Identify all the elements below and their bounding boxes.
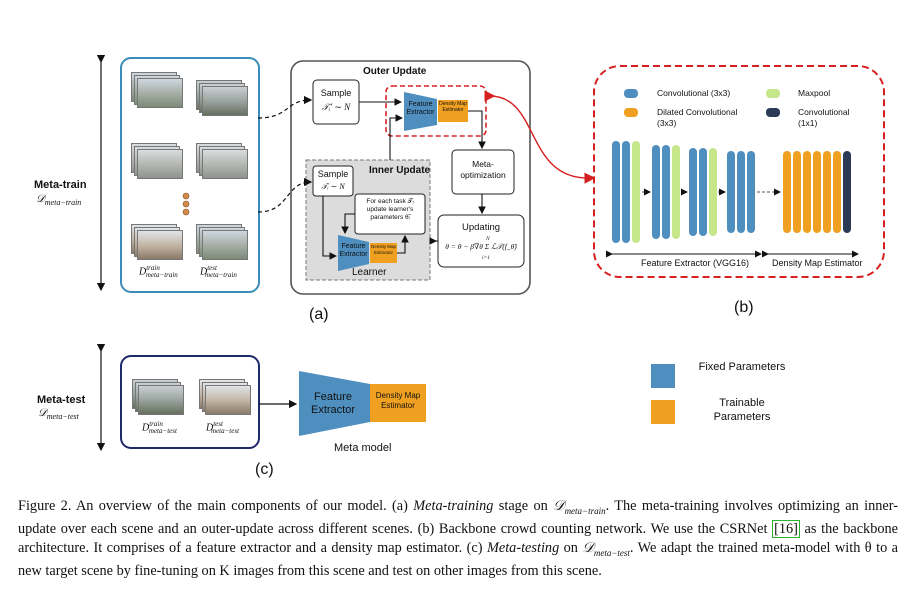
updating-sum-bottom: i=1 [482,255,490,261]
figure-label: Figure 2. [18,498,72,514]
legend-conv1x1-label: Convolutional (1x1) [798,107,850,128]
d-meta-train-train-label: Dtrainmeta−train [139,264,178,280]
legend-dilated-conv-label: Dilated Convolutional (3x3) [657,107,738,128]
meta-model-label: Meta model [334,442,392,454]
density-map-estimator-label: Density Map Estimator [772,258,863,268]
outer-sample-symbol: 𝒯ᵢ′ ∼ N [321,102,351,112]
vgg-feature-extractor-layers [612,141,755,243]
backbone-network-box [593,65,885,278]
outer-density-estimator-shape [438,100,468,122]
fixed-parameters-swatch [651,364,675,388]
updating-formula: θ = θ − β∇θ Σ ℒ𝒯(f_θ̃) [445,242,517,251]
meta-train-symbol: 𝒟meta−train [36,193,82,208]
inner-sample-box [312,165,354,197]
inner-feature-extractor-shape [338,235,369,271]
trainable-parameters-swatch [651,400,675,424]
fixed-parameters-label: Fixed Parameters [698,361,786,373]
legend-conv3x3-label: Convolutional (3x3) [657,88,731,98]
outer-feature-extractor-shape [404,92,437,131]
meta-test-symbol: 𝒟meta−test [38,407,79,422]
meta-test-label: Meta-test [37,394,86,406]
meta-model-density-estimator-label: Density Map Estimator [375,391,421,410]
for-each-task-label: For each task 𝒯ᵢ update learner's parame… [366,198,414,221]
panel-c-label: (c) [255,461,274,478]
meta-test-dataset-box [120,355,260,449]
d-meta-test-test-label: Dtestmeta−test [206,420,240,436]
meta-model-feature-extractor-label: Feature Extractor [310,391,355,416]
meta-model-density-estimator-shape [370,384,426,422]
meta-train-label: Meta-train [34,179,87,191]
meta-model-feature-extractor-shape [299,371,370,436]
meta-optimization-label: Meta-optimization [460,159,506,180]
inner-density-estimator-shape [370,243,397,263]
d-meta-train-test-label: Dtestmeta−train [200,264,237,280]
outer-update-title: Outer Update [363,66,427,77]
learner-label: Learner [352,267,387,278]
updating-label: Updating [461,222,501,233]
citation-link[interactable]: [16] [772,520,800,539]
figure-caption: Figure 2. An overview of the main compon… [18,498,899,580]
meta-train-dataset-box [120,57,260,293]
outer-feature-extractor-label: Feature Extractor [406,101,435,116]
backbone-link-arrow [484,90,596,184]
inner-sample-label: Sample [317,169,349,179]
density-map-estimator-layers [783,151,851,233]
trainable-parameters-label: Trainable Parameters [713,397,771,423]
legend-maxpool-label: Maxpool [798,88,831,98]
updating-sum-top: N [486,236,490,242]
outer-density-estimator-label: Density Map Estimator [439,101,467,113]
outer-sample-label: Sample [320,88,352,98]
feature-extractor-vgg-label: Feature Extractor (VGG16) [641,258,750,268]
panel-a-label: (a) [309,306,329,323]
inner-feature-extractor-label: Feature Extractor [339,243,368,258]
inner-density-estimator-label: Density Map Estimator [370,244,396,255]
inner-update-title: Inner Update [369,165,431,176]
panel-b-label: (b) [734,299,754,316]
inner-sample-symbol: 𝒯ᵢ ∼ N [321,182,345,191]
d-meta-test-train-label: Dtrainmeta−test [142,420,177,436]
